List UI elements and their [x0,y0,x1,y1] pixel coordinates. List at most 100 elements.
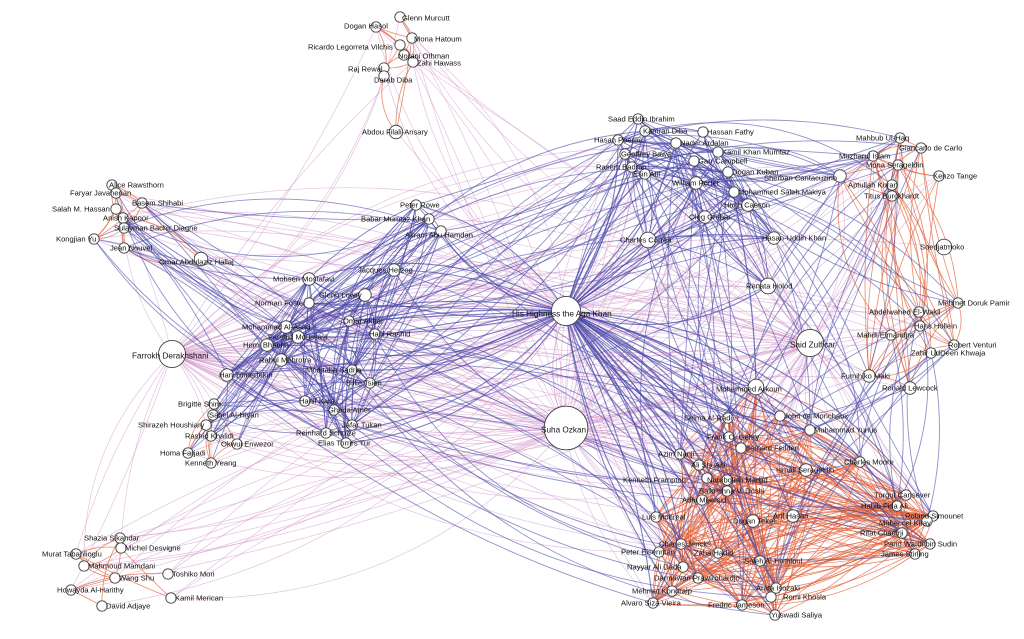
node-modjtaba-sadria[interactable] [346,364,358,376]
node-luis-monreal[interactable] [650,511,662,523]
node-arata-isozaki[interactable] [770,582,782,594]
node-ali-shuaibi[interactable] [693,459,705,471]
node-omar-akbar[interactable] [343,315,355,327]
node-hans-hollein[interactable] [914,320,926,332]
node-mona-hatoum[interactable] [406,32,418,44]
node-mohsen-mostafavi[interactable] [302,272,316,286]
node-ismail-serageldin-top[interactable] [892,159,904,171]
node-charles-moore[interactable] [854,456,866,468]
node-rifat-chadirji[interactable] [896,527,908,539]
node-robert-venturi[interactable] [948,339,960,351]
node-norani-othman[interactable] [398,49,410,61]
node-mubeccel-kiray[interactable] [921,515,933,527]
node-sulayman-bachir-diagne[interactable] [118,222,130,234]
node-esin-atil[interactable] [639,168,651,180]
node-han-tumertekin[interactable] [220,368,234,382]
node-farrokh-derakhshani[interactable] [158,340,186,368]
node-william-porter[interactable] [689,176,703,190]
node-sahel-al-hiyari[interactable] [207,409,219,421]
node-shirazeh-houshiary[interactable] [200,419,212,431]
node-zahi-hawass[interactable] [407,56,419,68]
node-michel-desvigne[interactable] [115,542,127,554]
node-okwui-enwezor[interactable] [231,438,243,450]
node-dogan-kuban[interactable] [722,166,734,178]
node-garr-campbell[interactable] [688,155,700,167]
node-said-zulficar[interactable] [796,329,824,357]
node-babar-mumtaz-khan[interactable] [423,213,435,225]
node-nader-ardalan[interactable] [670,137,682,149]
node-fredric-jameson[interactable] [736,599,748,611]
node-kenneth-yeang[interactable] [205,457,217,469]
node-glenn-lowry[interactable] [358,288,372,302]
node-darmawan-prawirohardjo[interactable] [692,572,704,584]
node-charles-correa[interactable] [639,231,657,249]
node-saleh-al-hathloul[interactable] [754,555,766,567]
node-muhammad-yunus[interactable] [804,424,816,436]
node-aga-khan[interactable] [550,295,582,327]
node-mahbub-ul-haq[interactable] [894,132,906,144]
node-dogan-tekeli[interactable] [746,514,760,528]
node-arif-hasan[interactable] [786,509,800,523]
node-alvaro-siza-vieira[interactable] [647,597,659,609]
node-howayda-al-harithy[interactable] [65,584,77,596]
node-soedjatmoko[interactable] [935,238,953,256]
node-basem-shihabi[interactable] [136,197,148,209]
node-frank-o-gehry[interactable] [723,431,735,443]
node-saad-eddin-ibrahim[interactable] [632,113,644,125]
node-salah-m-hassan[interactable] [110,203,122,215]
node-rasem-badran[interactable] [626,161,638,173]
node-hanif-kara[interactable] [299,395,311,407]
node-nayyar-ali-dada[interactable] [677,561,689,573]
node-ronald-lewcock[interactable] [903,381,917,395]
node-reinhard-schulze[interactable] [320,427,332,439]
node-peter-rowe[interactable] [410,199,422,211]
node-homa-farjadi[interactable] [182,447,194,459]
node-parid-wardi-bin-sudin[interactable] [924,538,936,550]
node-ricardo-legorreta[interactable] [394,39,406,51]
node-mehmet-doruk-pamir[interactable] [952,297,964,309]
node-kamil-merican[interactable] [165,592,177,604]
node-kenzo-tange[interactable] [933,170,945,182]
node-brigitte-shim[interactable] [208,398,220,410]
node-suha-ozkan[interactable] [543,405,589,451]
node-aptullah-kuran[interactable] [886,179,898,191]
node-rashid-khalidi[interactable] [205,430,217,442]
node-kenneth-frampton[interactable] [701,472,713,484]
node-hasan-poeroe[interactable] [612,134,624,146]
node-azim-nanji[interactable] [674,448,686,460]
node-wang-shu[interactable] [109,572,121,584]
node-toshiko-mori[interactable] [162,568,174,580]
node-mehmet-konuralp[interactable] [666,585,678,597]
node-jacques-herzog[interactable] [387,263,401,277]
node-sherban-cantacuzino[interactable] [833,169,847,183]
node-habib-fida-ali[interactable] [891,500,903,512]
node-zaha-hadid[interactable] [712,547,724,559]
node-bernard-feilden[interactable] [735,442,747,454]
node-charles-jencks[interactable] [675,538,687,550]
node-dogan-hasol[interactable] [370,21,382,33]
node-kamil-khan-mumtaz[interactable] [712,146,724,158]
node-darab-diba[interactable] [378,70,390,82]
node-geoffrey-bawa[interactable] [619,148,631,160]
node-glenn-murcutt[interactable] [394,11,406,23]
node-balkrishna-v-doshi[interactable] [721,485,733,497]
node-farshid-moussavi[interactable] [291,330,305,344]
node-mahmoud-mamdani[interactable] [78,560,90,572]
node-kongjian-yu[interactable] [88,233,100,245]
node-titus-burckhardt[interactable] [886,190,898,202]
node-selma-al-radi[interactable] [722,412,734,424]
node-turgut-cansever[interactable] [900,489,912,501]
node-yuswadi-saliya[interactable] [769,609,781,621]
node-abdelwahed-el-wakil[interactable] [913,306,925,318]
node-renata-holod[interactable] [759,277,777,295]
node-john-de-monchaux[interactable] [774,410,786,422]
node-norman-foster[interactable] [303,297,315,309]
node-faryar-javaherian[interactable] [110,187,122,199]
node-james-stirling[interactable] [909,548,921,560]
node-rahul-mehrotra[interactable] [274,353,288,367]
node-abdou-filali-ansary[interactable] [388,124,404,140]
node-elias-torres-tur[interactable] [340,437,352,449]
node-homi-bhabha[interactable] [260,338,274,352]
node-hassan-fathy[interactable] [697,126,709,138]
node-akram-abu-hamdan[interactable] [435,225,447,237]
